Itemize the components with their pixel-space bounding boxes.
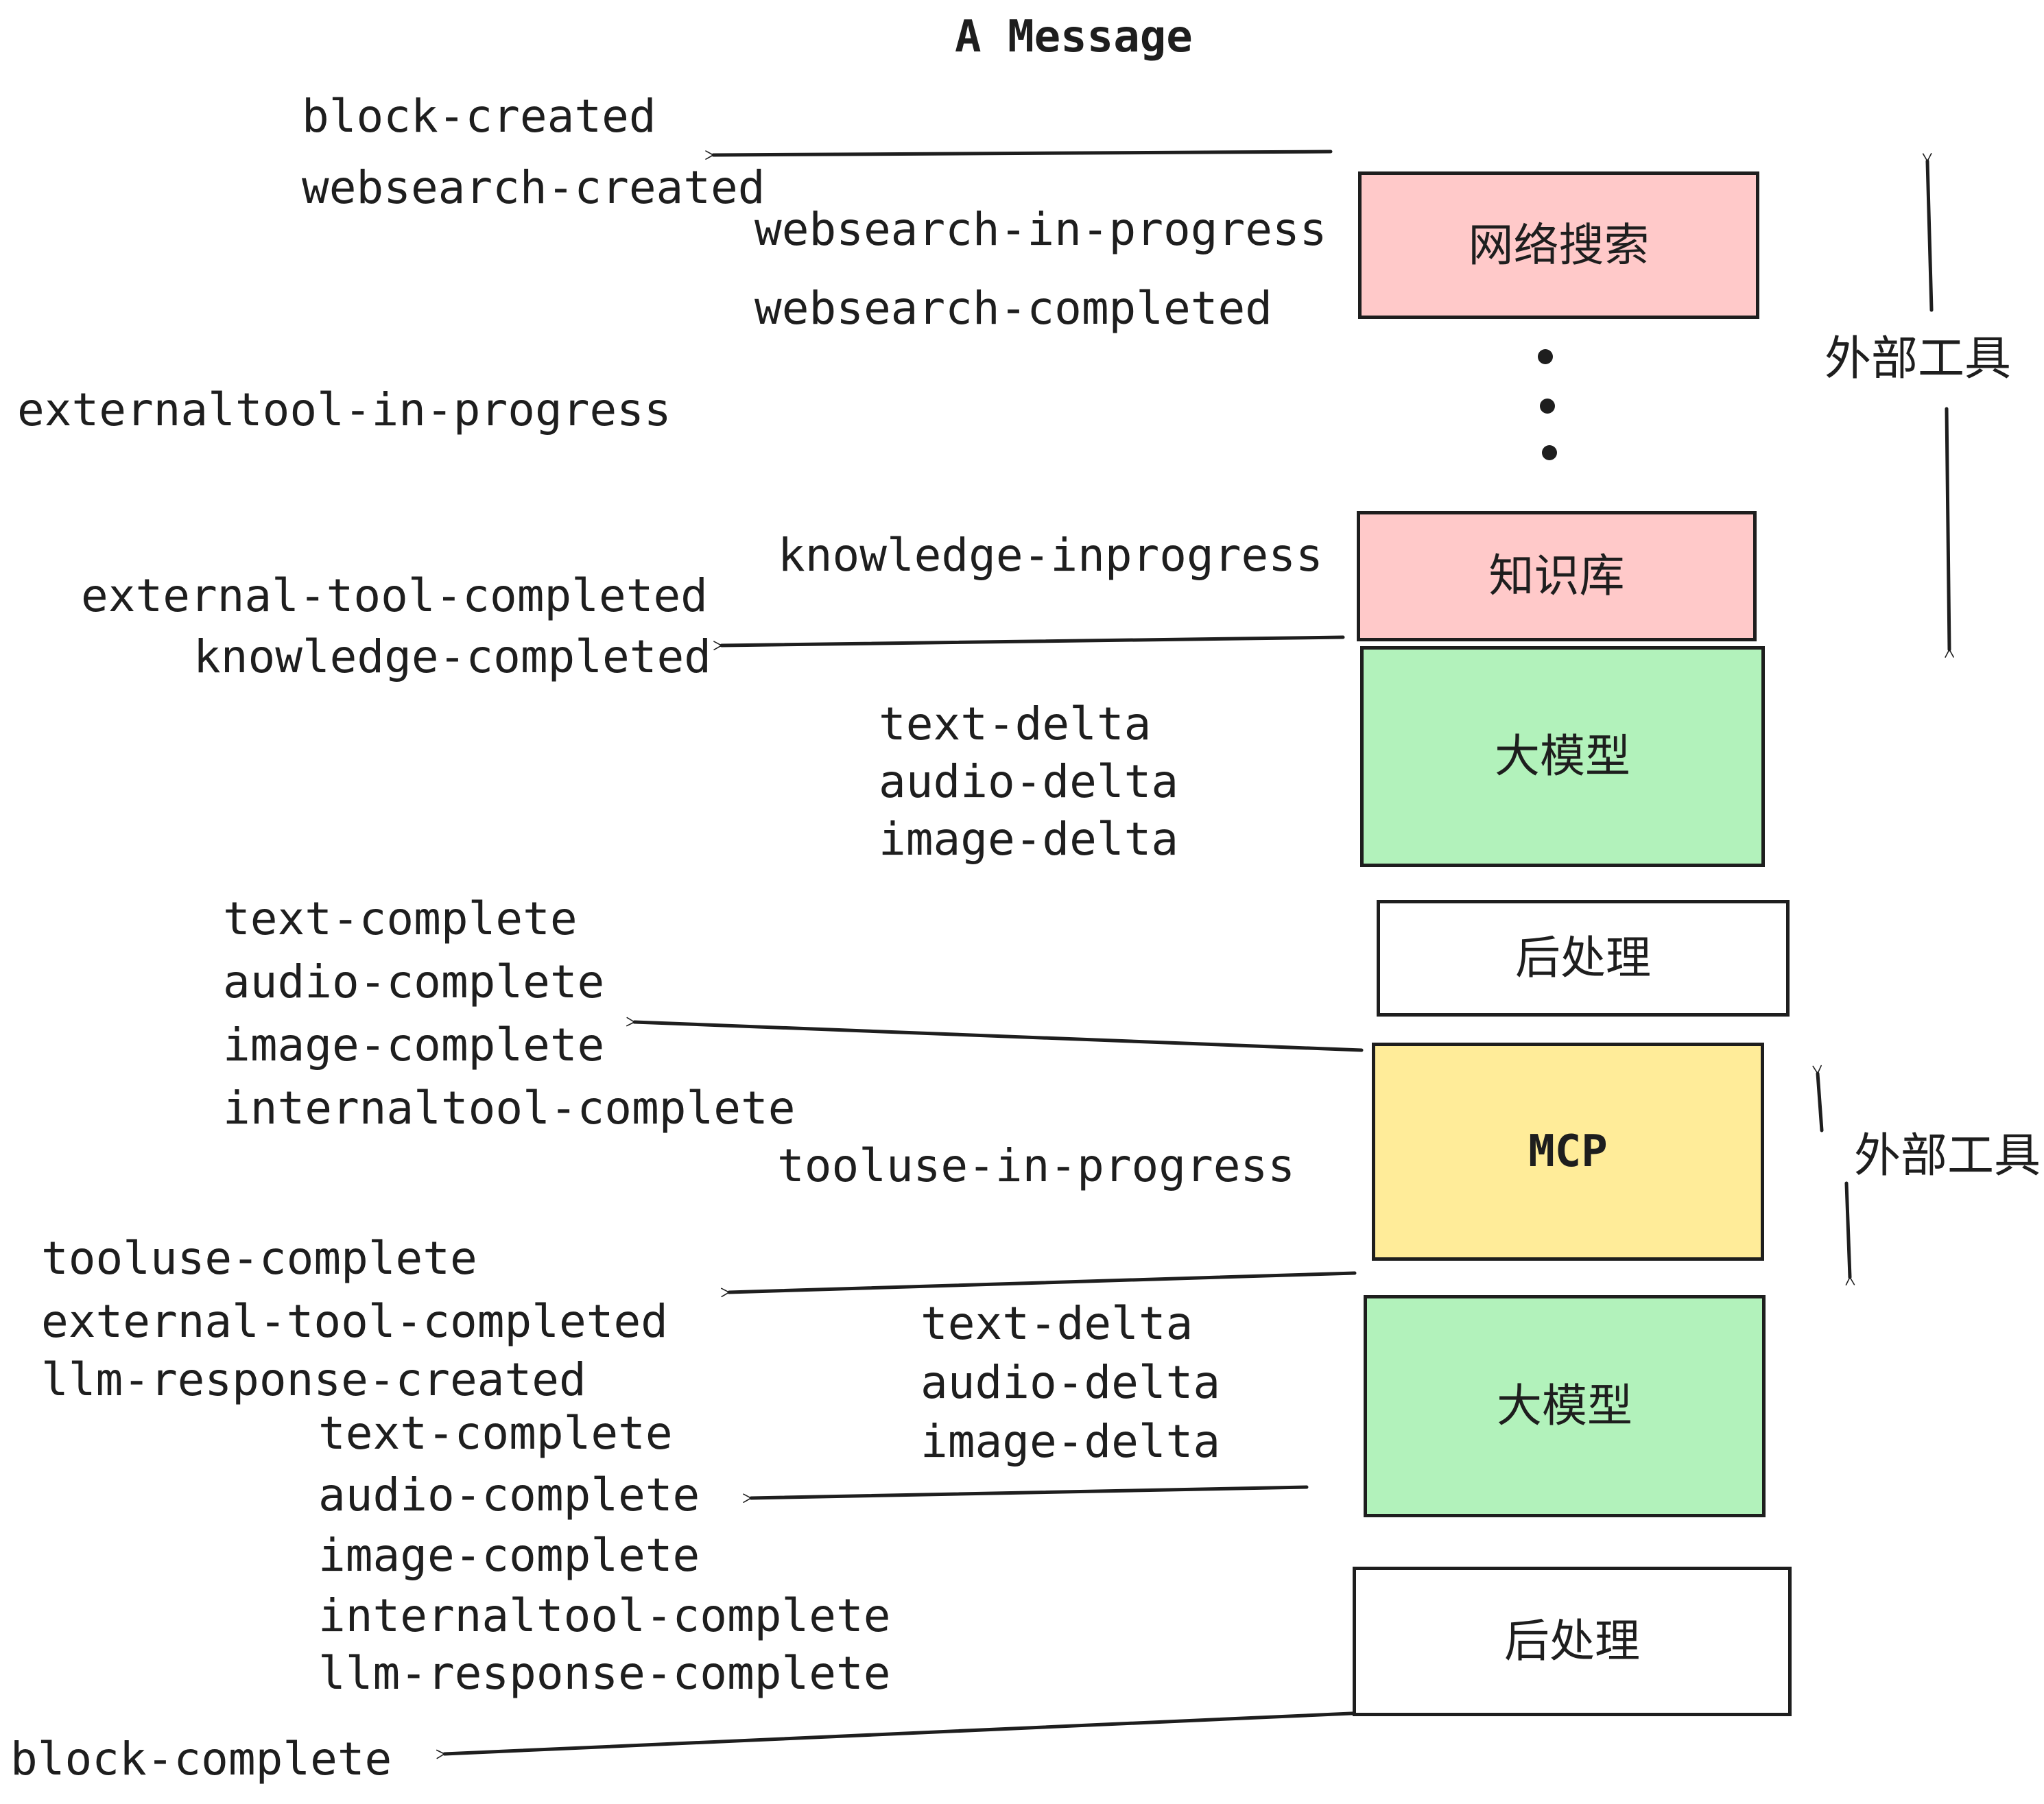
event-image-complete: image-complete bbox=[223, 1019, 605, 1071]
box-mcp-label: MCP bbox=[1528, 1126, 1608, 1177]
event-llm-response-complete: llm-response-complete bbox=[318, 1647, 891, 1700]
box-llm-2-label: 大模型 bbox=[1497, 1379, 1632, 1432]
external-tools-up-arrow-1 bbox=[1922, 153, 1934, 312]
event-audio-complete-2: audio-complete bbox=[318, 1469, 700, 1521]
box-llm-1-label: 大模型 bbox=[1495, 730, 1630, 783]
arrow-websearch-to-created bbox=[705, 150, 1333, 160]
ellipsis-dots bbox=[1538, 349, 1557, 460]
event-text-complete-2: text-complete bbox=[318, 1407, 673, 1460]
external-tools-down-arrow-2 bbox=[1844, 1181, 1855, 1286]
event-websearch-completed: websearch-completed bbox=[754, 282, 1272, 335]
arrow-llm1-to-complete bbox=[626, 1017, 1364, 1052]
box-post-2-label: 后处理 bbox=[1504, 1615, 1640, 1667]
event-block-created: block-created bbox=[302, 90, 656, 143]
box-llm-2: 大模型 bbox=[1364, 1295, 1766, 1517]
external-tools-up-arrow-2 bbox=[1812, 1065, 1824, 1132]
event-internaltool-complete-2: internaltool-complete bbox=[318, 1589, 891, 1642]
event-text-complete: text-complete bbox=[223, 892, 578, 945]
event-tooluse-in-progress: tooluse-in-progress bbox=[777, 1139, 1295, 1192]
event-external-tool-completed-2: external-tool-completed bbox=[41, 1295, 668, 1348]
box-mcp: MCP bbox=[1372, 1043, 1764, 1261]
event-block-complete: block-complete bbox=[10, 1733, 392, 1785]
event-external-tool-completed: external-tool-completed bbox=[81, 569, 708, 622]
arrow-post2-to-block-complete bbox=[436, 1711, 1368, 1759]
event-websearch-created: websearch-created bbox=[302, 161, 765, 214]
box-post-1: 后处理 bbox=[1377, 900, 1790, 1017]
event-image-delta-2: image-delta bbox=[920, 1415, 1221, 1468]
arrow-mcp-to-tooluse bbox=[721, 1271, 1357, 1298]
event-audio-complete: audio-complete bbox=[223, 956, 605, 1008]
box-websearch-label: 网络搜索 bbox=[1468, 218, 1650, 272]
external-tools-label-1: 外部工具 bbox=[1825, 332, 2012, 386]
event-text-delta: text-delta bbox=[879, 698, 1152, 750]
event-image-delta: image-delta bbox=[879, 813, 1179, 866]
page-title: A Message bbox=[955, 12, 1193, 62]
event-audio-delta-2: audio-delta bbox=[920, 1356, 1221, 1409]
event-llm-response-created: llm-response-created bbox=[41, 1353, 586, 1406]
box-post-1-label: 后处理 bbox=[1515, 931, 1651, 984]
event-websearch-in-progress: websearch-in-progress bbox=[754, 203, 1327, 256]
event-knowledge-inprogress: knowledge-inprogress bbox=[778, 529, 1323, 582]
event-internaltool-complete: internaltool-complete bbox=[223, 1082, 796, 1135]
event-text-delta-2: text-delta bbox=[920, 1297, 1193, 1350]
external-tools-label-2: 外部工具 bbox=[1854, 1129, 2041, 1183]
event-image-complete-2: image-complete bbox=[318, 1529, 700, 1582]
event-tooluse-complete: tooluse-complete bbox=[41, 1232, 477, 1285]
box-knowledge-label: 知识库 bbox=[1488, 549, 1625, 602]
event-audio-delta: audio-delta bbox=[879, 755, 1179, 808]
event-knowledge-completed: knowledge-completed bbox=[193, 630, 711, 683]
box-knowledge: 知识库 bbox=[1357, 511, 1757, 641]
arrow-llm2-to-complete bbox=[743, 1485, 1309, 1504]
box-llm-1: 大模型 bbox=[1360, 646, 1765, 867]
arrow-knowledge-to-completed bbox=[713, 635, 1345, 650]
box-post-2: 后处理 bbox=[1353, 1567, 1792, 1716]
external-tools-down-arrow-1 bbox=[1945, 407, 1954, 658]
box-websearch: 网络搜索 bbox=[1358, 171, 1759, 319]
event-externaltool-in-progress: externaltool-in-progress bbox=[17, 383, 672, 436]
